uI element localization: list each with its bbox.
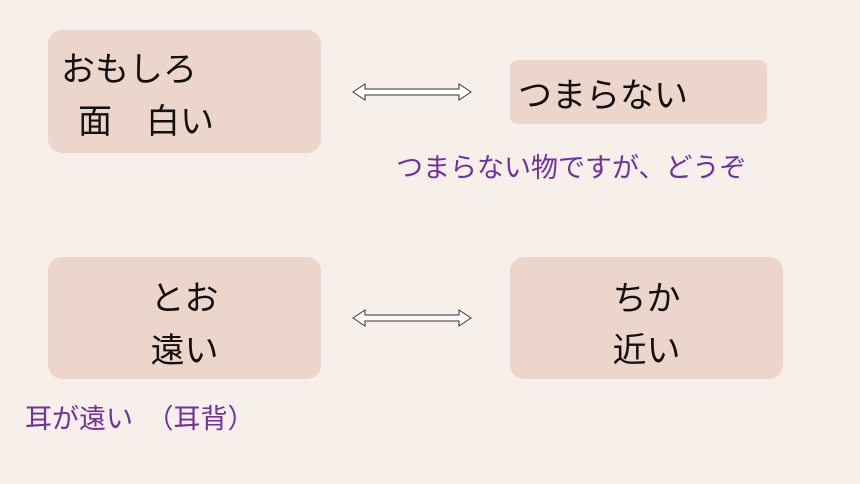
word-tsumaranai: つまらない	[518, 76, 688, 116]
reading-too: とお	[150, 279, 219, 319]
kanji-omoshiroi: 面 白い	[78, 102, 214, 142]
word-card-too: とお 遠い	[48, 257, 321, 379]
example-mimi-ga-tooi: 耳が遠い （耳背）	[25, 404, 255, 435]
kanji-tooi: 遠い	[150, 331, 219, 371]
word-card-tsumaranai: つまらない	[510, 60, 767, 124]
example-tsumaranai: つまらない物ですが、どうぞ	[396, 153, 747, 184]
reading-omoshiro: おもしろ	[61, 50, 197, 90]
word-card-chika: ちか 近い	[510, 257, 783, 379]
kanji-chikai: 近い	[612, 331, 681, 371]
reading-chika: ちか	[612, 279, 681, 319]
word-card-omoshiro: おもしろ 面 白い	[48, 30, 321, 153]
double-arrow-icon	[352, 83, 472, 101]
double-arrow-icon	[352, 309, 472, 327]
